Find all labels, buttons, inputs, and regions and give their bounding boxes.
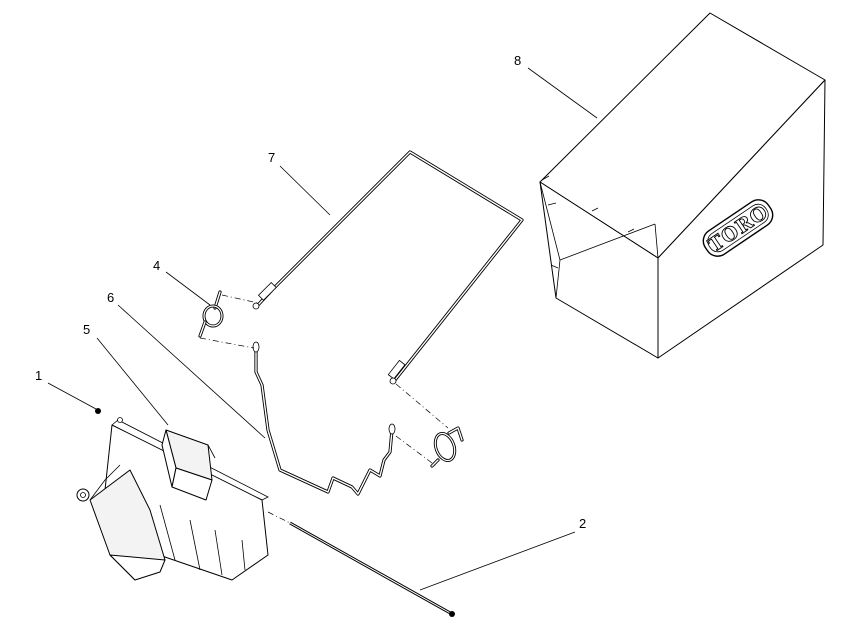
spring-right[interactable] bbox=[430, 426, 464, 468]
callout-6: 6 bbox=[107, 290, 114, 305]
callout-2: 2 bbox=[579, 516, 586, 531]
callout-4: 4 bbox=[153, 258, 160, 273]
hinge-rod[interactable] bbox=[289, 521, 455, 617]
nut[interactable] bbox=[95, 408, 101, 414]
leader-lines bbox=[47, 67, 598, 591]
callout-8: 8 bbox=[514, 53, 521, 68]
callout-5: 5 bbox=[83, 322, 90, 337]
support-rod[interactable] bbox=[252, 341, 396, 496]
callout-numbers: 1 2 4 5 6 7 8 bbox=[35, 53, 586, 531]
grass-bag[interactable]: TORO bbox=[539, 12, 826, 359]
assembly-lines bbox=[199, 294, 449, 524]
rear-door-bracket[interactable] bbox=[76, 417, 269, 581]
bag-frame[interactable] bbox=[252, 150, 524, 385]
callout-1: 1 bbox=[35, 368, 42, 383]
spring-left[interactable] bbox=[198, 290, 224, 338]
callout-7: 7 bbox=[268, 150, 275, 165]
